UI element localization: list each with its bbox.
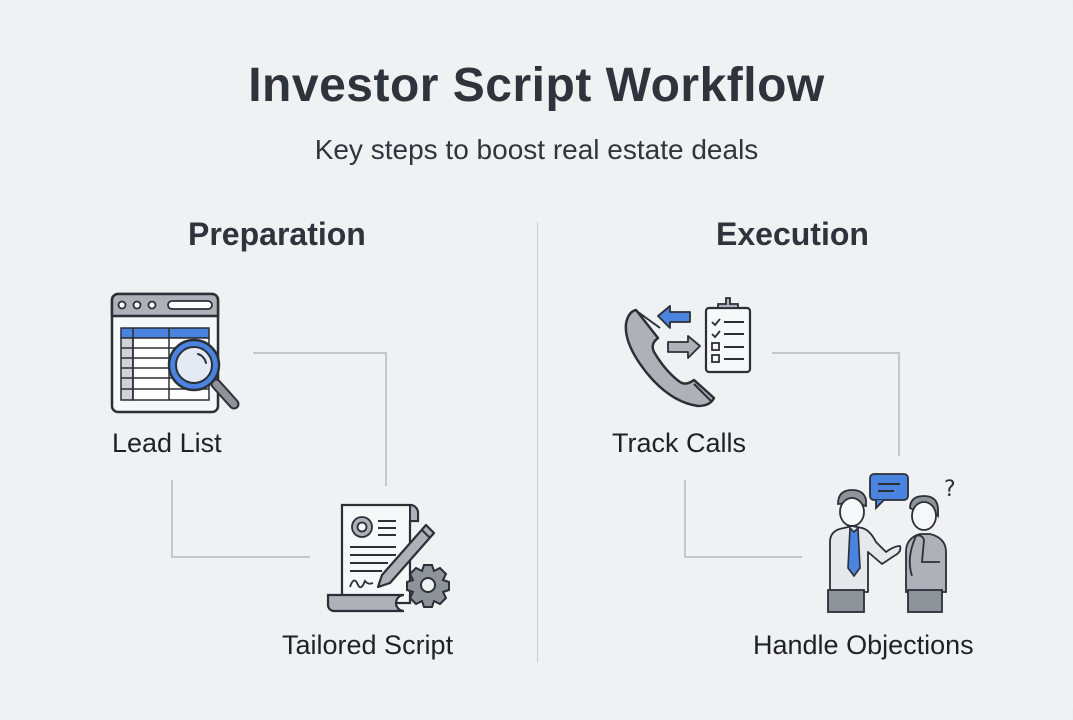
page-subtitle: Key steps to boost real estate deals [314,134,759,165]
svg-text:?: ? [944,477,956,502]
script-pencil-gear-icon [326,503,450,613]
step-label-handle-objections: Handle Objections [753,630,974,660]
step-label-lead-list: Lead List [112,428,222,458]
section-heading-preparation: Preparation [188,216,366,252]
step-label-tailored-script: Tailored Script [282,630,454,660]
section-divider [537,222,538,662]
conversation-people-icon: ? [827,473,956,613]
spreadsheet-magnifier-icon [110,292,240,414]
connector-calls-to-objections [772,352,900,456]
section-heading-execution: Execution [716,216,869,252]
step-label-track-calls: Track Calls [612,428,747,458]
phone-checklist-icon [624,297,752,408]
connector-lead-to-script [253,352,387,486]
connector-script-bracket [171,480,310,558]
page-title: Investor Script Workflow [248,59,825,112]
connector-objections-bracket [684,480,802,558]
